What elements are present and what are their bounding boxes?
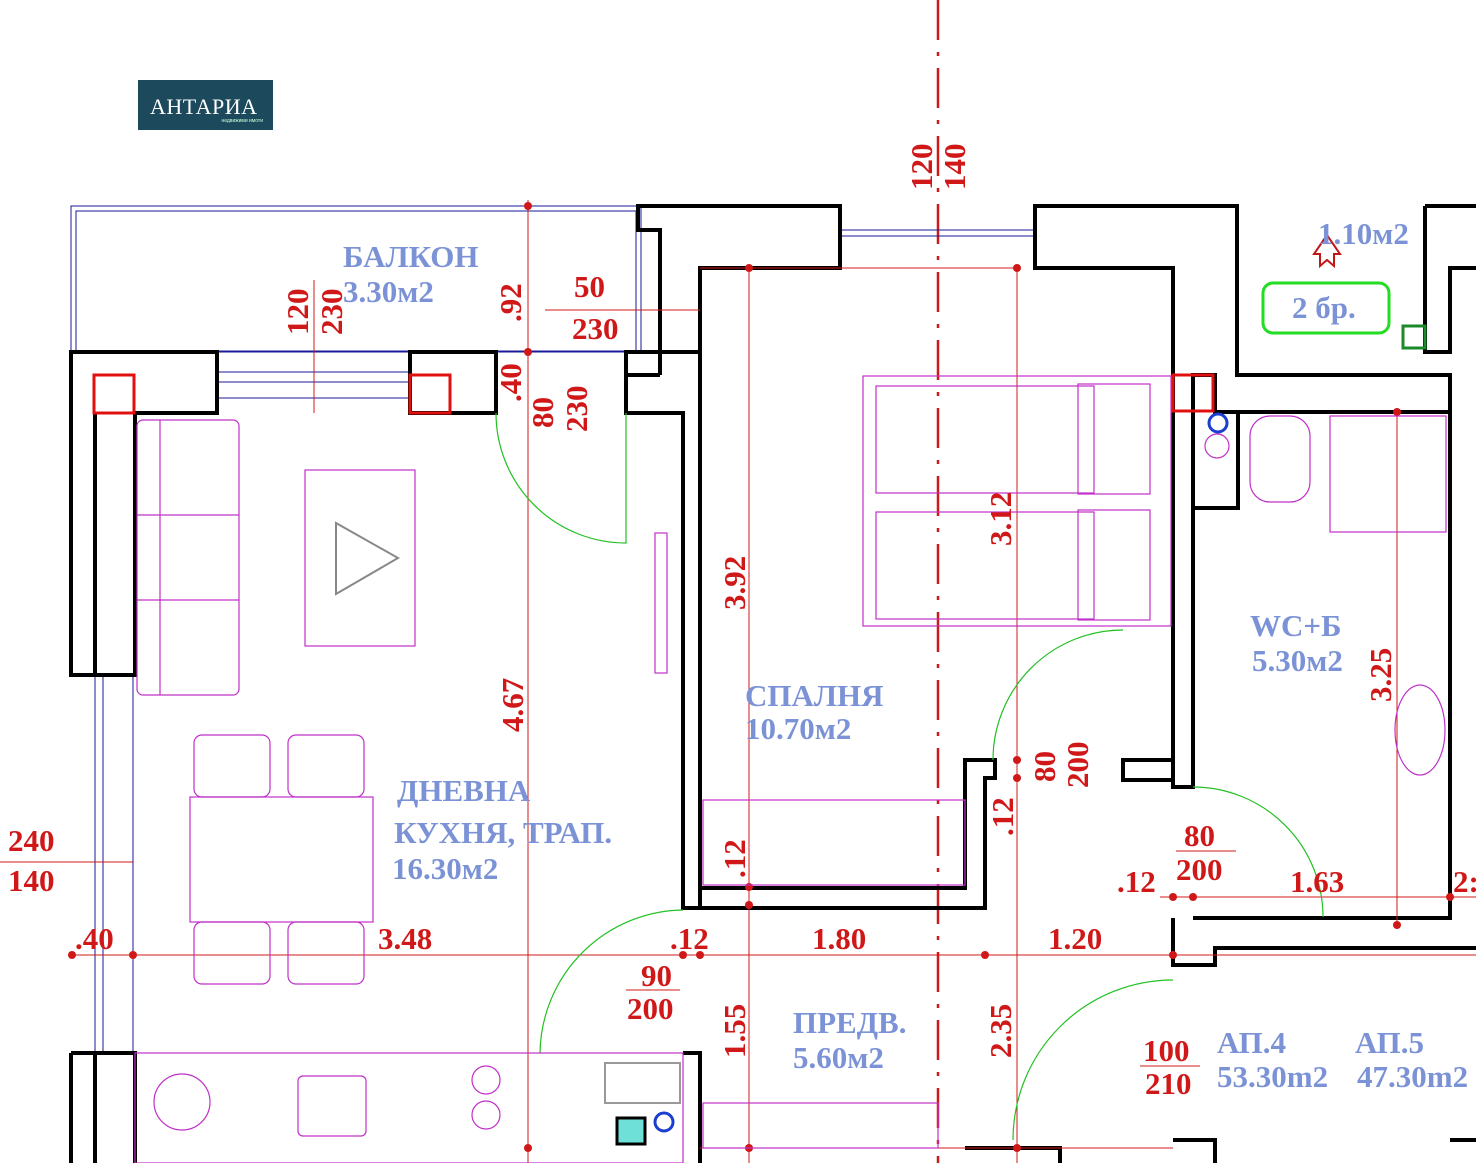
living-label: ДНЕВНА	[397, 773, 531, 808]
dim-label: 100	[1143, 1033, 1190, 1068]
dim-label: 3.48	[378, 921, 432, 956]
dim-label: .92	[493, 283, 528, 322]
dim-label: 1.80	[812, 921, 866, 956]
shaft-units	[1261, 233, 1427, 350]
columns	[92, 373, 1215, 415]
antaria-logo: АНТАРИА недвижими имоти	[138, 80, 273, 130]
balcony-outline	[70, 205, 1035, 1053]
dim-label: 80	[525, 397, 560, 428]
dim-label: 200	[1060, 742, 1095, 789]
dim-label: .12	[985, 797, 1020, 836]
dim-label: .40	[493, 363, 528, 402]
logo-subtitle: недвижими имоти	[221, 118, 263, 124]
shaft-area: 1.10м2	[1318, 216, 1409, 251]
dim-label: 3.12	[983, 492, 1018, 546]
dim-label: .12	[670, 921, 709, 956]
logo-text: АНТАРИА	[150, 94, 258, 119]
balcony-label: БАЛКОН	[343, 239, 479, 274]
kitchen-label: КУХНЯ, ТРАП.	[394, 815, 612, 850]
dim-label: 240	[8, 823, 55, 858]
ap5-label: АП.5	[1355, 1025, 1424, 1060]
hall-label: ПРЕДВ.	[793, 1005, 906, 1040]
bath-label: WC+Б	[1250, 608, 1342, 643]
dim-label: 140	[937, 144, 972, 191]
dim-label: 3.25	[1363, 648, 1398, 702]
ap5-area: 47.30m2	[1357, 1059, 1468, 1094]
dim-label: 1.63	[1290, 864, 1344, 899]
dim-label: 1.55	[717, 1004, 752, 1058]
dim-label: 80	[1184, 818, 1215, 853]
dim-label: 230	[572, 311, 619, 346]
ap4-label: АП.4	[1217, 1025, 1286, 1060]
balcony-area: 3.30м2	[343, 274, 434, 309]
dim-label: 90	[641, 958, 672, 993]
door-swings	[495, 412, 1324, 1141]
dim-label: 2:	[1453, 864, 1476, 899]
living-area: 16.30м2	[392, 851, 498, 886]
dim-label: 230	[559, 386, 594, 433]
dim-label: .12	[1117, 864, 1156, 899]
dim-label: 80	[1027, 751, 1062, 782]
dim-label: 210	[1145, 1066, 1192, 1101]
shaft-units-label: 2 бр.	[1292, 290, 1356, 325]
dim-label: .12	[717, 839, 752, 878]
dim-label: 120	[904, 144, 939, 191]
dim-label: 3.92	[717, 556, 752, 610]
dim-label: 200	[1176, 852, 1223, 887]
bedroom-label: СПАЛНЯ	[745, 678, 884, 713]
dim-label: 50	[574, 269, 605, 304]
dim-label: 4.67	[495, 678, 530, 732]
dim-label: 230	[314, 289, 349, 336]
dim-label: 140	[8, 863, 55, 898]
bedroom-area: 10.70м2	[745, 711, 851, 746]
dim-label: .40	[75, 921, 114, 956]
ap4-area: 53.30m2	[1217, 1059, 1328, 1094]
dim-label: 200	[627, 991, 674, 1026]
bath-area: 5.30м2	[1252, 643, 1343, 678]
dim-label: 120	[280, 289, 315, 336]
hall-area: 5.60м2	[793, 1040, 884, 1075]
dim-label: 1.20	[1048, 921, 1102, 956]
furniture	[134, 375, 1447, 1163]
dim-label: 2.35	[983, 1004, 1018, 1058]
